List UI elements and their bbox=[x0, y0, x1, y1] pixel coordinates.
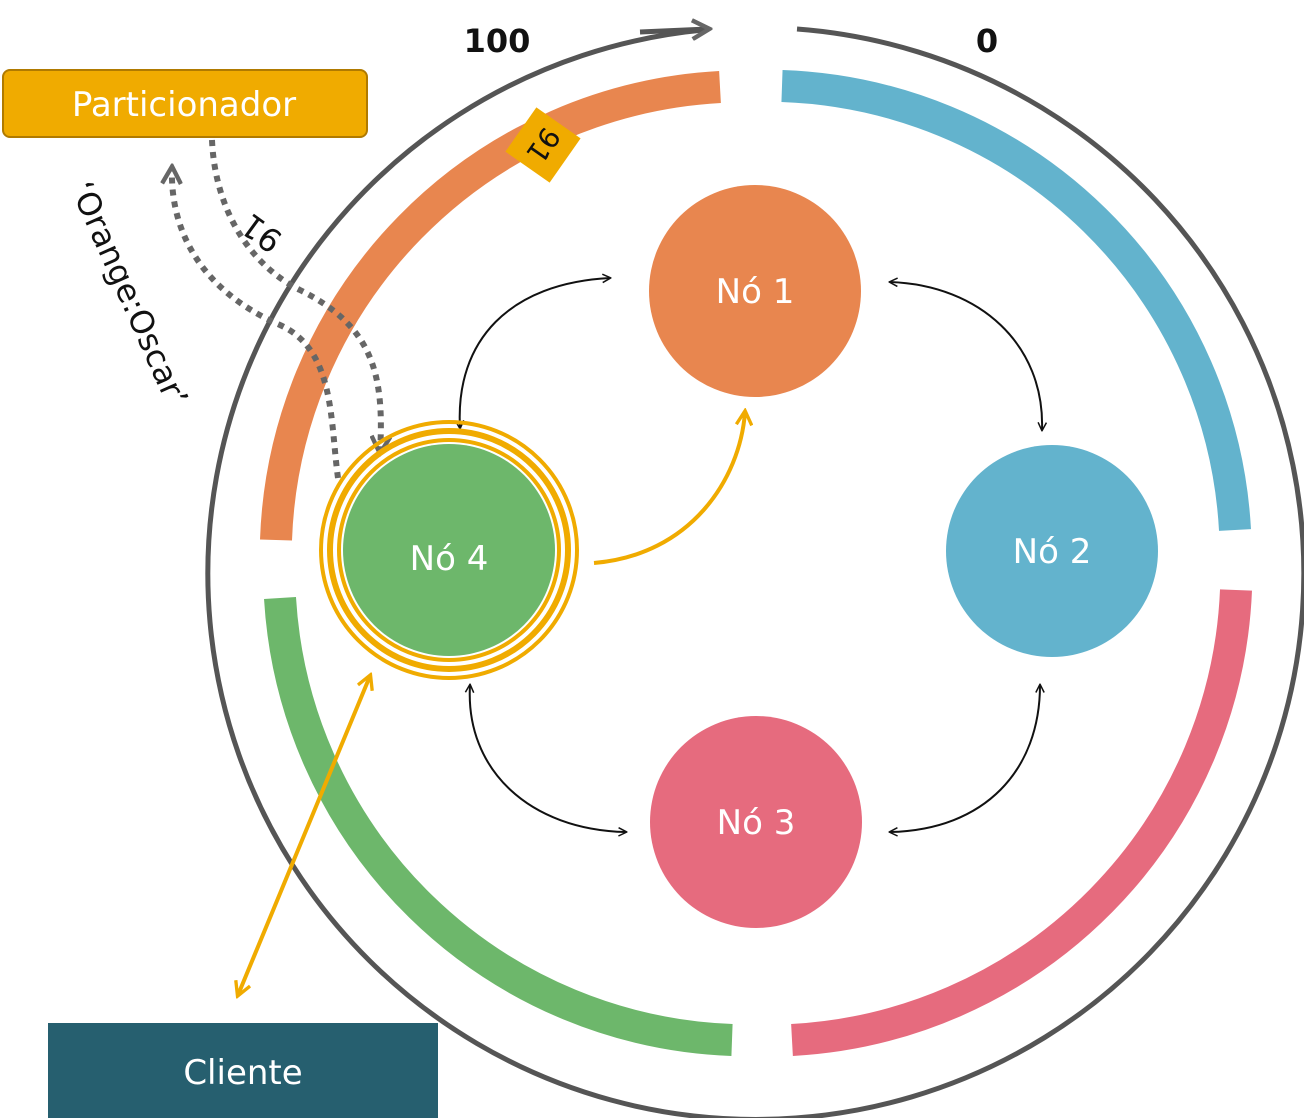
node-4: Nó 4 bbox=[319, 420, 579, 680]
ring-segment-node3 bbox=[791, 589, 1252, 1056]
replication-arrow bbox=[593, 412, 745, 565]
link-node1-node2 bbox=[890, 282, 1042, 430]
partitioner-label: Particionador bbox=[72, 85, 296, 125]
node-4-highlight-ring-outer bbox=[319, 420, 579, 680]
ring-label-end: 0 bbox=[976, 22, 998, 60]
node-3: Nó 3 bbox=[650, 716, 862, 928]
hash-result-arrow bbox=[209, 139, 381, 452]
ring-segment-node1 bbox=[260, 71, 721, 541]
token-marker: 91 bbox=[505, 107, 581, 183]
client-label: Cliente bbox=[183, 1053, 302, 1093]
hash-label: 91 bbox=[234, 206, 289, 261]
node-4-highlight-ring-inner bbox=[337, 438, 561, 662]
client-link-arrow bbox=[238, 676, 370, 995]
node-1: Nó 1 bbox=[649, 185, 861, 397]
key-request-arrow bbox=[172, 168, 341, 479]
node-2-label: Nó 2 bbox=[1013, 532, 1092, 572]
link-node4-node1 bbox=[460, 278, 610, 428]
ring-label-start: 100 bbox=[464, 22, 531, 60]
node-1-label: Nó 1 bbox=[716, 272, 795, 312]
link-node3-node4 bbox=[470, 685, 626, 832]
ring-segment-node2 bbox=[781, 70, 1251, 531]
key-label: ‘Orange:Oscar’ bbox=[63, 176, 196, 412]
ring-direction-arrow bbox=[639, 29, 708, 32]
link-node2-node3 bbox=[890, 685, 1040, 832]
node-2: Nó 2 bbox=[946, 445, 1158, 657]
partitioner-box: Particionador bbox=[2, 69, 368, 138]
node-3-label: Nó 3 bbox=[717, 803, 796, 843]
node-4-label: Nó 4 bbox=[410, 539, 489, 579]
node-4-highlight-ring-middle bbox=[327, 428, 571, 672]
client-box: Cliente bbox=[48, 1023, 438, 1118]
